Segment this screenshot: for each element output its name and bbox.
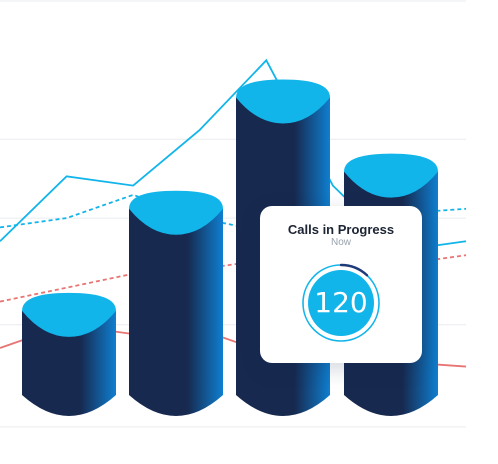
gauge-fill xyxy=(308,270,374,336)
gauge-value: 120 xyxy=(314,286,368,319)
card-subtitle: Now xyxy=(330,237,351,248)
bar-top xyxy=(22,292,116,337)
bar-top xyxy=(344,153,438,198)
calls-gauge xyxy=(302,263,380,342)
bar-body xyxy=(129,208,223,416)
gauge-progress-arc xyxy=(339,263,369,277)
calls-in-progress-card: Calls in Progress Now 120 xyxy=(260,206,422,363)
bar-top xyxy=(236,79,330,124)
card-title: Calls in Progress xyxy=(287,222,395,237)
bar-top xyxy=(129,190,223,235)
bar-body xyxy=(22,310,116,416)
